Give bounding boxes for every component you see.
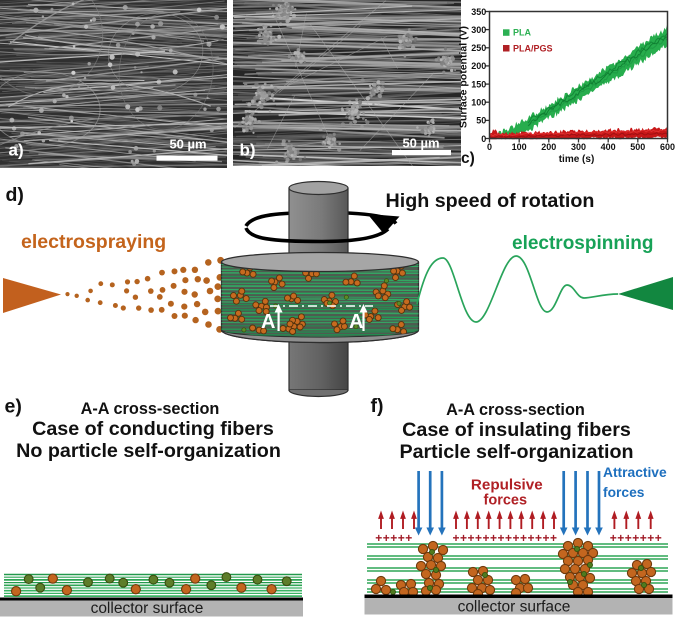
svg-text:Case of conducting fibers: Case of conducting fibers — [32, 418, 274, 440]
svg-text:b): b) — [240, 141, 256, 160]
svg-text:300: 300 — [571, 142, 586, 152]
svg-text:300: 300 — [471, 25, 486, 35]
svg-text:d): d) — [6, 184, 24, 206]
svg-text:No particle self-organization: No particle self-organization — [16, 440, 281, 462]
svg-text:400: 400 — [601, 142, 616, 152]
svg-text:PLA: PLA — [513, 28, 532, 38]
svg-text:600: 600 — [660, 142, 675, 152]
svg-text:Repulsive: Repulsive — [471, 477, 543, 494]
svg-text:+++++++: +++++++ — [610, 531, 663, 545]
svg-text:A: A — [349, 311, 363, 333]
svg-text:0: 0 — [487, 142, 492, 152]
svg-text:250: 250 — [471, 43, 486, 53]
svg-text:+++++: +++++ — [375, 531, 413, 545]
svg-text:Attractive: Attractive — [603, 465, 667, 480]
svg-text:Surface potential (V): Surface potential (V) — [458, 26, 470, 128]
svg-text:collector surface: collector surface — [91, 600, 204, 617]
svg-text:350: 350 — [471, 7, 486, 17]
svg-text:a): a) — [9, 141, 24, 160]
svg-text:Case of insulating fibers: Case of insulating fibers — [402, 419, 631, 441]
svg-text:High speed of rotation: High speed of rotation — [386, 190, 595, 212]
svg-text:electrospraying: electrospraying — [21, 231, 166, 253]
svg-text:forces: forces — [603, 485, 645, 500]
svg-text:collector surface: collector surface — [458, 599, 571, 616]
svg-text:c): c) — [461, 150, 475, 167]
svg-text:150: 150 — [471, 79, 486, 89]
svg-text:PLA/PGS: PLA/PGS — [513, 43, 553, 53]
svg-text:100: 100 — [471, 98, 486, 108]
svg-text:electrospinning: electrospinning — [512, 233, 653, 254]
svg-text:Particle self-organization: Particle self-organization — [399, 441, 633, 463]
svg-text:A-A cross-section: A-A cross-section — [446, 401, 585, 419]
svg-text:f): f) — [371, 395, 384, 417]
svg-text:200: 200 — [541, 142, 556, 152]
svg-text:e): e) — [5, 396, 22, 418]
svg-text:forces: forces — [484, 493, 528, 509]
svg-text:50 µm: 50 µm — [169, 137, 206, 152]
svg-text:100: 100 — [512, 142, 527, 152]
svg-text:++++++++++++++: ++++++++++++++ — [452, 531, 557, 545]
svg-text:A: A — [261, 311, 275, 333]
svg-text:time (s): time (s) — [559, 154, 595, 165]
svg-text:0: 0 — [481, 134, 486, 144]
svg-text:500: 500 — [630, 142, 645, 152]
svg-text:200: 200 — [471, 61, 486, 71]
svg-text:50 µm: 50 µm — [402, 136, 439, 151]
svg-text:50: 50 — [476, 116, 486, 126]
svg-text:A-A cross-section: A-A cross-section — [81, 400, 220, 418]
